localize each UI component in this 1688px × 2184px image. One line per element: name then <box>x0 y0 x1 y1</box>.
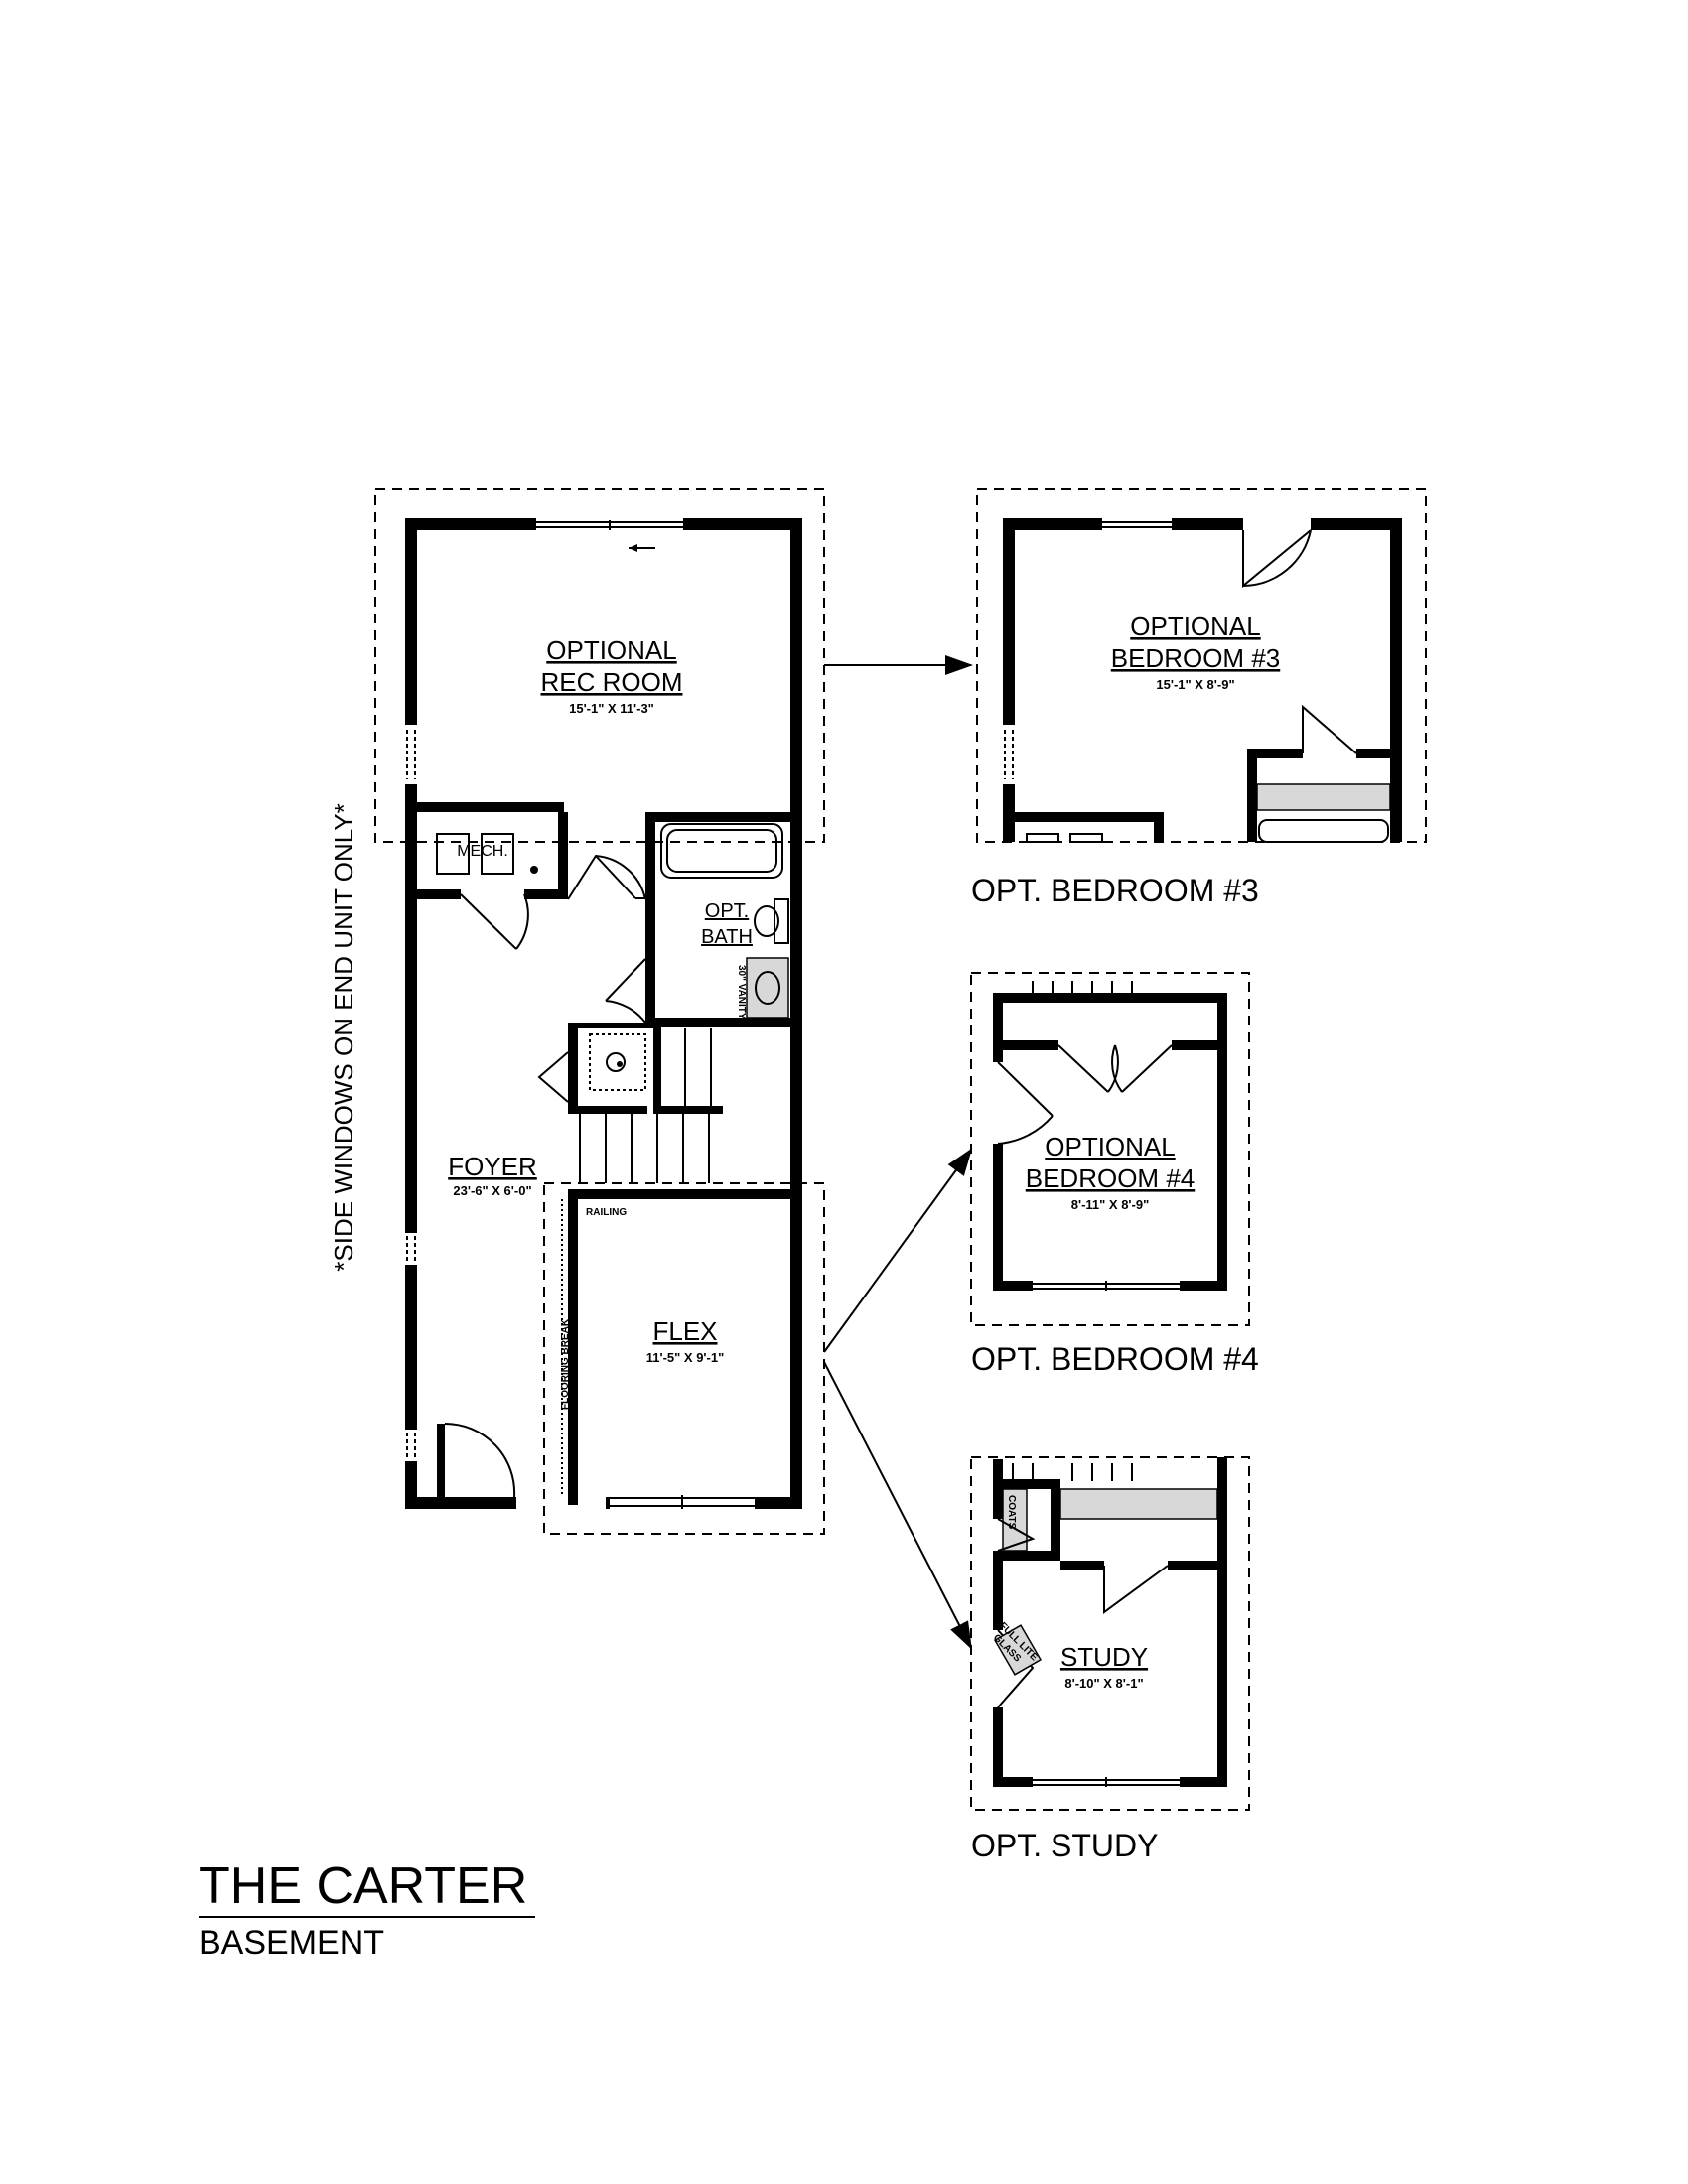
side-windows <box>404 725 418 1461</box>
front-door <box>437 1422 516 1498</box>
bath-label-2: BATH <box>701 926 753 948</box>
coats-label: COATS <box>1006 1495 1017 1530</box>
bath-room <box>567 812 790 1027</box>
mech-room <box>417 812 568 950</box>
rec-room-dims: 15'-1" X 11'-3" <box>569 701 654 716</box>
mech-label: MECH. <box>457 843 508 860</box>
rec-room-label-2: REC ROOM <box>541 667 683 697</box>
plan-title: THE CARTER <box>199 1856 536 1918</box>
foyer-label: FOYER <box>448 1152 537 1181</box>
main-plan: OPTIONAL REC ROOM 15'-1" X 11'-3" MECH. … <box>329 488 825 1535</box>
study-caption: OPT. STUDY <box>971 1828 1158 1863</box>
plan-subtitle: BASEMENT <box>199 1924 385 1962</box>
bedroom4-label-1: OPTIONAL <box>1045 1132 1175 1161</box>
vanity-label: 30" VANITY <box>736 965 747 1020</box>
bedroom4-caption: OPT. BEDROOM #4 <box>971 1341 1259 1377</box>
side-windows-note: *SIDE WINDOWS ON END UNIT ONLY* <box>329 803 358 1271</box>
opt-bedroom-3-plan: OPTIONAL BEDROOM #3 15'-1" X 8'-9" <box>976 488 1427 843</box>
rec-room-sliding-door <box>536 520 683 552</box>
foyer-dims: 23'-6" X 6'-0" <box>453 1183 531 1198</box>
flex-room-walls <box>561 1189 790 1509</box>
bath-label-1: OPT. <box>705 900 749 922</box>
flex-dims: 11'-5" X 9'-1" <box>646 1350 725 1365</box>
rec-room-label-1: OPTIONAL <box>546 635 676 665</box>
bedroom3-caption: OPT. BEDROOM #3 <box>971 873 1259 908</box>
study-dims: 8'-10" X 8'-1" <box>1064 1676 1143 1691</box>
railing-label: RAILING <box>586 1207 627 1218</box>
option-arrows <box>823 655 973 1650</box>
flex-label: FLEX <box>652 1316 717 1346</box>
bedroom3-dims: 15'-1" X 8'-9" <box>1156 677 1234 692</box>
bedroom3-label-1: OPTIONAL <box>1130 612 1260 641</box>
stairs <box>537 1023 790 1192</box>
flooring-break-label: FLOORING BREAK <box>560 1318 571 1410</box>
title-block: THE CARTER BASEMENT <box>199 1856 536 1968</box>
study-label: STUDY <box>1060 1642 1148 1672</box>
opt-study-plan: COATS FULL LITE GLASS STUDY 8'-10" X 8'-… <box>970 1456 1250 1811</box>
bedroom4-label-2: BEDROOM #4 <box>1026 1163 1196 1193</box>
opt-bedroom-4-plan: OPTIONAL BEDROOM #4 8'-11" X 8'-9" <box>970 972 1250 1326</box>
rec-room-option-zone <box>374 488 825 843</box>
bedroom3-label-2: BEDROOM #3 <box>1111 643 1281 673</box>
bedroom4-dims: 8'-11" X 8'-9" <box>1071 1197 1150 1212</box>
